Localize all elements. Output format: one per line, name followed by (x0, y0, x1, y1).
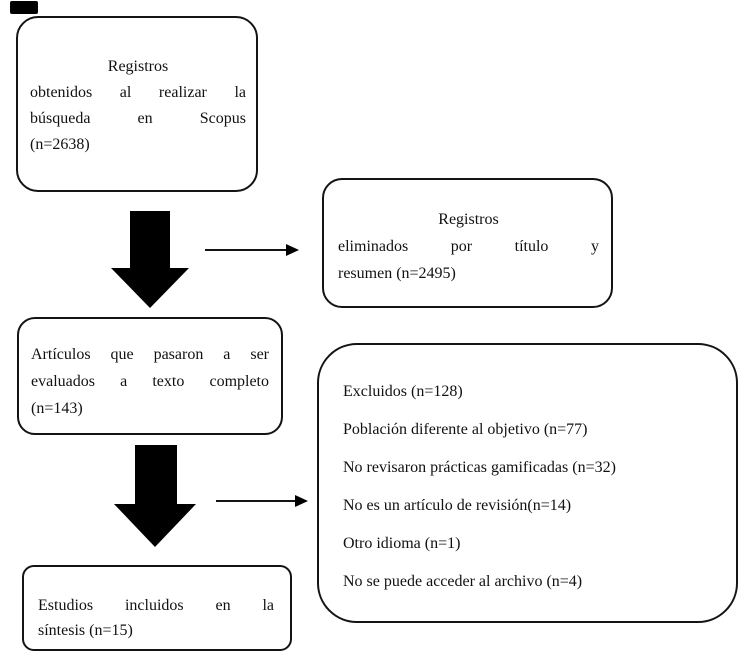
box-registros-obtenidos: Registros obtenidos al realizar la búsqu… (16, 16, 258, 192)
box-excluidos-text: Excluidos (n=128) Población diferente al… (319, 345, 736, 601)
box-articulos-evaluados-text: Artículos que pasaron a ser evaluados a … (19, 319, 281, 422)
box-registros-obtenidos-text: Registros obtenidos al realizar la búsqu… (18, 18, 256, 158)
right-arrow-line (205, 249, 287, 251)
exclusion-reason: Población diferente al objetivo (n=77) (343, 421, 588, 438)
box-registros-eliminados-text: Registros eliminados por título y resume… (324, 180, 611, 287)
box-estudios-incluidos: Estudios incluidos en la síntesis (n=15) (22, 565, 292, 651)
box-text-line: Estudios incluidos en la (38, 597, 274, 614)
box-text-line: (n=143) (31, 400, 83, 417)
exclusion-reason: Otro idioma (n=1) (343, 535, 461, 552)
box-text-line: obtenidos al realizar la (30, 84, 246, 101)
box-articulos-evaluados: Artículos que pasaron a ser evaluados a … (17, 317, 283, 435)
down-arrow-icon (111, 268, 189, 308)
box-registros-eliminados: Registros eliminados por título y resume… (322, 178, 613, 308)
exclusion-reason: No revisaron prácticas gamificadas (n=32… (343, 459, 616, 476)
box-text-line: Artículos que pasaron a ser (31, 346, 269, 363)
box-text-line: (n=2638) (30, 136, 90, 153)
right-arrow-line (216, 500, 296, 502)
down-arrow-shaft (130, 211, 170, 268)
corner-artifact-mark (10, 1, 38, 14)
right-arrow-icon (295, 495, 308, 507)
exclusion-reason: Excluidos (n=128) (343, 383, 463, 400)
box-text-line: síntesis (n=15) (38, 622, 133, 639)
down-arrow-shaft (135, 445, 177, 504)
right-arrow-icon (286, 244, 299, 256)
box-text-line: evaluados a texto completo (31, 373, 269, 390)
box-estudios-incluidos-text: Estudios incluidos en la síntesis (n=15) (24, 567, 290, 643)
box-text-line: Registros (107, 58, 169, 75)
box-text-line: eliminados por título y (338, 238, 599, 255)
box-text-line: Registros (438, 211, 499, 228)
box-excluidos: Excluidos (n=128) Población diferente al… (317, 343, 738, 623)
box-text-line: búsqueda en Scopus (30, 110, 246, 127)
exclusion-reason: No es un artículo de revisión(n=14) (343, 497, 572, 514)
box-text-line: resumen (n=2495) (338, 265, 456, 282)
exclusion-reason: No se puede acceder al archivo (n=4) (343, 573, 583, 590)
down-arrow-icon (114, 504, 196, 547)
